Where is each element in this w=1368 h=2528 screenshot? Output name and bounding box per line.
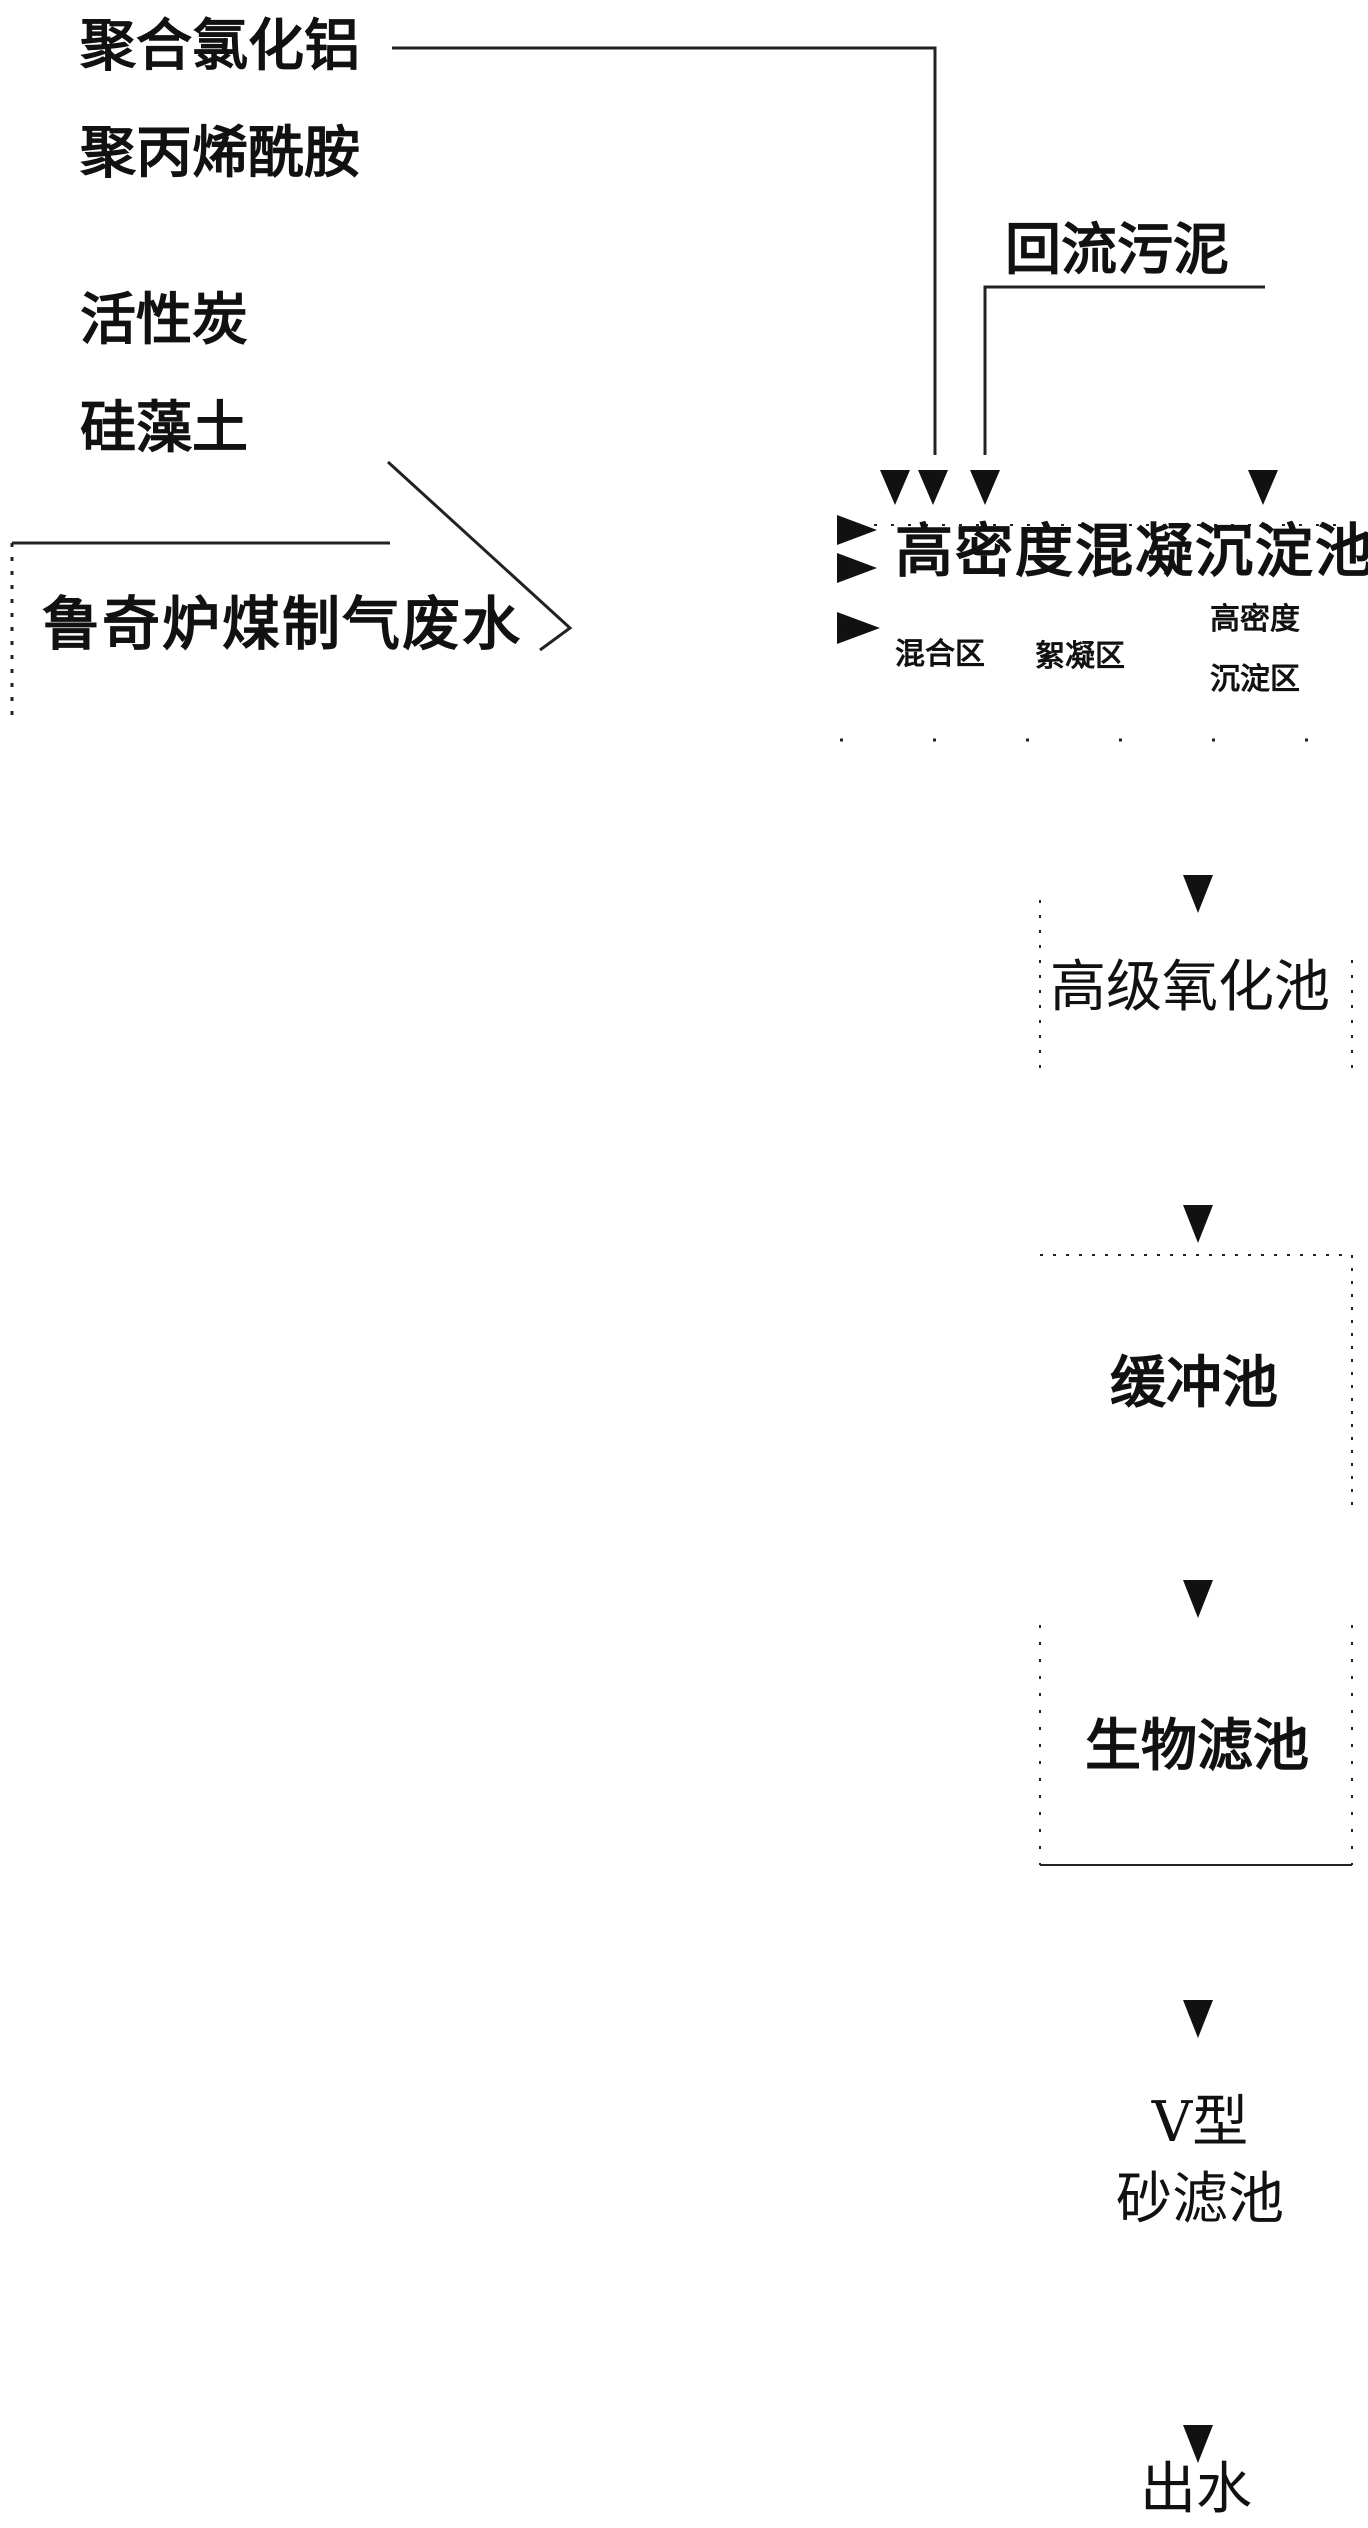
arrow-to-v-filter	[1183, 2000, 1213, 2038]
dosing-arrow-1	[837, 515, 877, 545]
arrow-to-buffer	[1183, 1205, 1213, 1243]
pac-label: 聚合氯化铝	[80, 13, 360, 79]
advanced-oxidation-label: 高级氧化池	[1050, 955, 1330, 1020]
arrow-to-effluent	[1183, 2425, 1213, 2463]
arrow-to-aop	[1183, 875, 1213, 913]
buffer-frame	[1040, 1254, 1353, 1505]
settling-zone-label-line1: 高密度	[1210, 602, 1300, 637]
biofilter-frame-sides	[1039, 1625, 1353, 1865]
hdcs-title: 高密度混凝沉淀池	[895, 517, 1368, 585]
buffer-tank-label: 缓冲池	[1110, 1350, 1278, 1416]
influent-diagonal-arrow	[386, 460, 573, 652]
return-sludge-arrow	[970, 470, 1000, 505]
pac-feed-line	[392, 46, 937, 455]
influent-label: 鲁奇炉煤制气废水	[42, 590, 523, 658]
v-filter-label-line2: 砂滤池	[1116, 2167, 1284, 2232]
dosing-arrow-2	[837, 553, 877, 583]
arrow-to-biofilter	[1183, 1580, 1213, 1618]
pac-arrow-2	[918, 470, 948, 505]
activated-carbon-label: 活性炭	[80, 287, 248, 353]
biofilter-label: 生物滤池	[1085, 1713, 1309, 1779]
v-filter-label-line1: V型	[1151, 2090, 1249, 2155]
effluent-label: 出水	[1140, 2457, 1252, 2522]
influent-arrow	[837, 612, 880, 644]
pac-arrow-1	[880, 470, 910, 505]
settling-zone-label-line2: 沉淀区	[1210, 662, 1300, 697]
settling-arrow	[1248, 470, 1278, 505]
flocculation-zone-label: 絮凝区	[1035, 639, 1125, 674]
return-sludge-label: 回流污泥	[1005, 217, 1229, 283]
mixing-zone-label: 混合区	[895, 637, 985, 672]
pam-label: 聚丙烯酰胺	[80, 120, 360, 186]
return-sludge-line	[983, 285, 1265, 455]
diatomite-label: 硅藻土	[80, 395, 248, 461]
